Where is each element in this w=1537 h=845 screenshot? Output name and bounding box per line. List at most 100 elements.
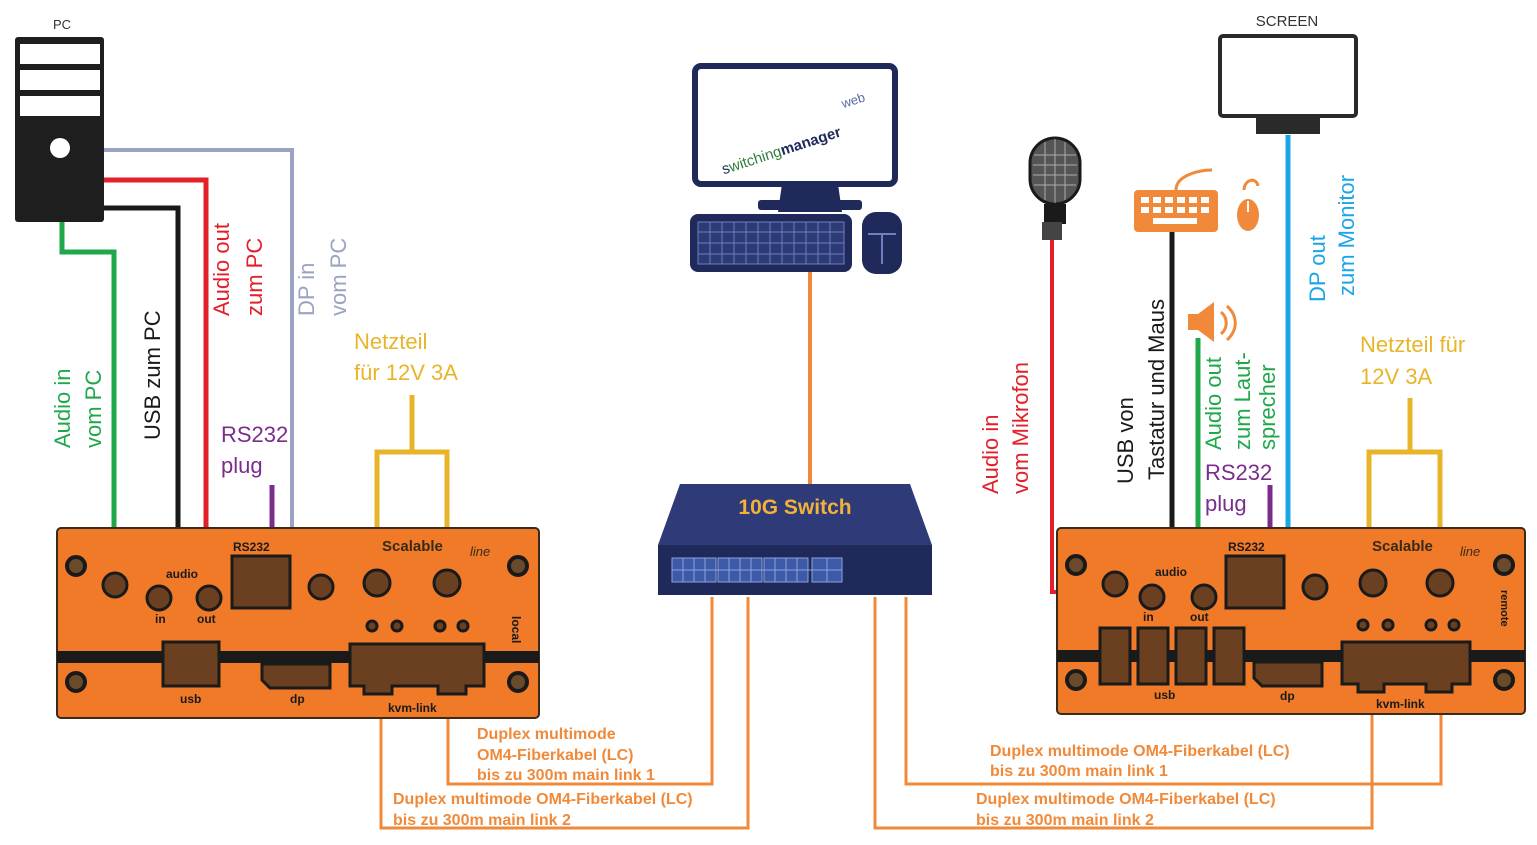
right-dp-out-label-2: zum Monitor <box>1334 175 1359 296</box>
manager-workstation: switchingmanager web <box>690 63 902 274</box>
left-audio-out-label-2: zum PC <box>242 238 267 316</box>
left-audio-out-label-1: Audio out <box>209 223 234 316</box>
local-unit-labels: Scalable line RS232 audio in out usb dp … <box>155 538 523 715</box>
remote-dp-label: dp <box>1280 689 1295 703</box>
remote-brand-suffix: line <box>1460 544 1480 559</box>
remote-audio-in-jack[interactable] <box>1138 583 1166 611</box>
right-usb-label-2: Tastatur und Maus <box>1144 299 1169 480</box>
remote-usb-ports[interactable] <box>1098 626 1246 686</box>
left-audio-in-label-2: vom PC <box>81 370 106 448</box>
remote-kvm-unit <box>1056 527 1526 715</box>
switch-10g <box>658 484 932 595</box>
remote-audio-label: audio <box>1155 565 1187 579</box>
pc-tower <box>15 37 104 222</box>
right-netzteil-label-2: 12V 3A <box>1360 364 1432 389</box>
left-labels: Audio in vom PC USB zum PC Audio out zum… <box>50 223 458 478</box>
cables <box>59 135 1443 830</box>
right-audio-out-label-3: sprecher <box>1255 364 1280 450</box>
local-audio-label: audio <box>166 567 198 581</box>
local-audio-out-jack[interactable] <box>195 584 223 612</box>
local-side-label: local <box>509 616 523 643</box>
remote-usb-label: usb <box>1154 688 1175 702</box>
right-labels: Audio in vom Mikrofon USB von Tastatur u… <box>978 175 1465 516</box>
right-audio-out-label-1: Audio out <box>1201 357 1226 450</box>
left-usb-label: USB zum PC <box>140 310 165 440</box>
remote-out-label: out <box>1190 610 1209 624</box>
remote-rs232-label: RS232 <box>1228 540 1265 554</box>
speaker-icon <box>1188 302 1237 342</box>
local-rs232-port[interactable] <box>230 554 292 610</box>
left-dp-in-label-1: DP in <box>294 263 319 316</box>
local-kvm-link-port[interactable] <box>348 642 486 696</box>
fiber-left-link1 <box>446 597 714 786</box>
screen-label: SCREEN <box>1256 13 1319 30</box>
left-link2-label-1: Duplex multimode OM4-Fiberkabel (LC) <box>393 791 693 808</box>
cable-dp-left <box>104 148 294 670</box>
right-rs232-label-1: RS232 <box>1205 460 1272 485</box>
cable-power-right <box>1366 449 1443 570</box>
local-out-label: out <box>197 612 216 626</box>
local-rs232-label: RS232 <box>233 540 270 554</box>
right-dp-out-label-1: DP out <box>1305 235 1330 302</box>
screen-monitor <box>1218 34 1358 134</box>
remote-power-jack-1[interactable] <box>1358 568 1388 598</box>
remote-kvm-link-port[interactable] <box>1340 640 1472 694</box>
local-brand: Scalable <box>382 538 443 555</box>
pc-label: PC <box>53 17 71 32</box>
right-audio-out-label-2: zum Laut- <box>1230 352 1255 450</box>
left-link1-label-1: Duplex multimode <box>477 726 616 743</box>
left-netzteil-label-2: für 12V 3A <box>354 360 458 385</box>
right-usb-label-1: USB von <box>1113 397 1138 484</box>
microphone-icon <box>1028 136 1082 240</box>
right-link1-label-2: bis zu 300m main link 1 <box>990 763 1168 780</box>
fiber-labels: Duplex multimode OM4-Fiberkabel (LC) bis… <box>393 726 1290 829</box>
mouse-orange-icon <box>1237 178 1260 231</box>
right-link2-label-2: bis zu 300m main link 2 <box>976 812 1154 829</box>
right-rs232-label-2: plug <box>1205 491 1247 516</box>
remote-power-jack-2[interactable] <box>1425 568 1455 598</box>
right-audio-in-label-2: vom Mikrofon <box>1008 362 1033 494</box>
right-audio-in-label-1: Audio in <box>978 414 1003 494</box>
local-dp-label: dp <box>290 692 305 706</box>
local-in-label: in <box>155 612 166 626</box>
local-kvm-label: kvm-link <box>388 701 437 715</box>
remote-audio-out-jack[interactable] <box>1190 583 1218 611</box>
local-usb-port[interactable] <box>161 640 221 688</box>
local-kvm-unit <box>56 527 540 719</box>
keyboard-keys-grid <box>697 221 845 265</box>
left-netzteil-label-1: Netzteil <box>354 329 427 354</box>
left-rs232-label-2: plug <box>221 453 263 478</box>
logo-web: web <box>839 90 867 112</box>
fiber-right-link1 <box>904 597 1443 786</box>
local-audio-jack-extra <box>101 571 129 599</box>
local-usb-label: usb <box>180 692 201 706</box>
switch-label: 10G Switch <box>738 496 851 519</box>
left-link1-label-3: bis zu 300m main link 1 <box>477 767 655 784</box>
fiber-left-link2 <box>379 597 750 830</box>
right-link1-label-1: Duplex multimode OM4-Fiberkabel (LC) <box>990 743 1290 760</box>
cable-audio-out-left <box>104 177 209 595</box>
remote-dp-port[interactable] <box>1252 660 1324 688</box>
left-rs232-label-1: RS232 <box>221 422 288 447</box>
remote-unit-labels: Scalable line RS232 audio in out usb dp … <box>1143 538 1510 711</box>
left-link2-label-2: bis zu 300m main link 2 <box>393 812 571 829</box>
local-power-jack-1[interactable] <box>362 568 392 598</box>
left-link1-label-2: OM4-Fiberkabel (LC) <box>477 747 633 764</box>
remote-rs232-port[interactable] <box>1224 554 1286 610</box>
keyboard-orange-icon <box>1134 168 1218 232</box>
left-audio-in-label-1: Audio in <box>50 368 75 448</box>
local-brand-suffix: line <box>470 544 490 559</box>
local-power-jack-2[interactable] <box>432 568 462 598</box>
remote-kvm-label: kvm-link <box>1376 697 1425 711</box>
right-netzteil-label-1: Netzteil für <box>1360 332 1465 357</box>
local-dp-port[interactable] <box>260 662 332 690</box>
cable-usb-left <box>104 205 181 655</box>
left-dp-in-label-2: vom PC <box>326 238 351 316</box>
fiber-right-link2 <box>873 597 1374 830</box>
remote-brand: Scalable <box>1372 538 1433 555</box>
remote-in-label: in <box>1143 610 1154 624</box>
local-audio-in-jack[interactable] <box>145 584 173 612</box>
remote-side-label: remote <box>1498 590 1510 627</box>
right-link2-label-1: Duplex multimode OM4-Fiberkabel (LC) <box>976 791 1276 808</box>
